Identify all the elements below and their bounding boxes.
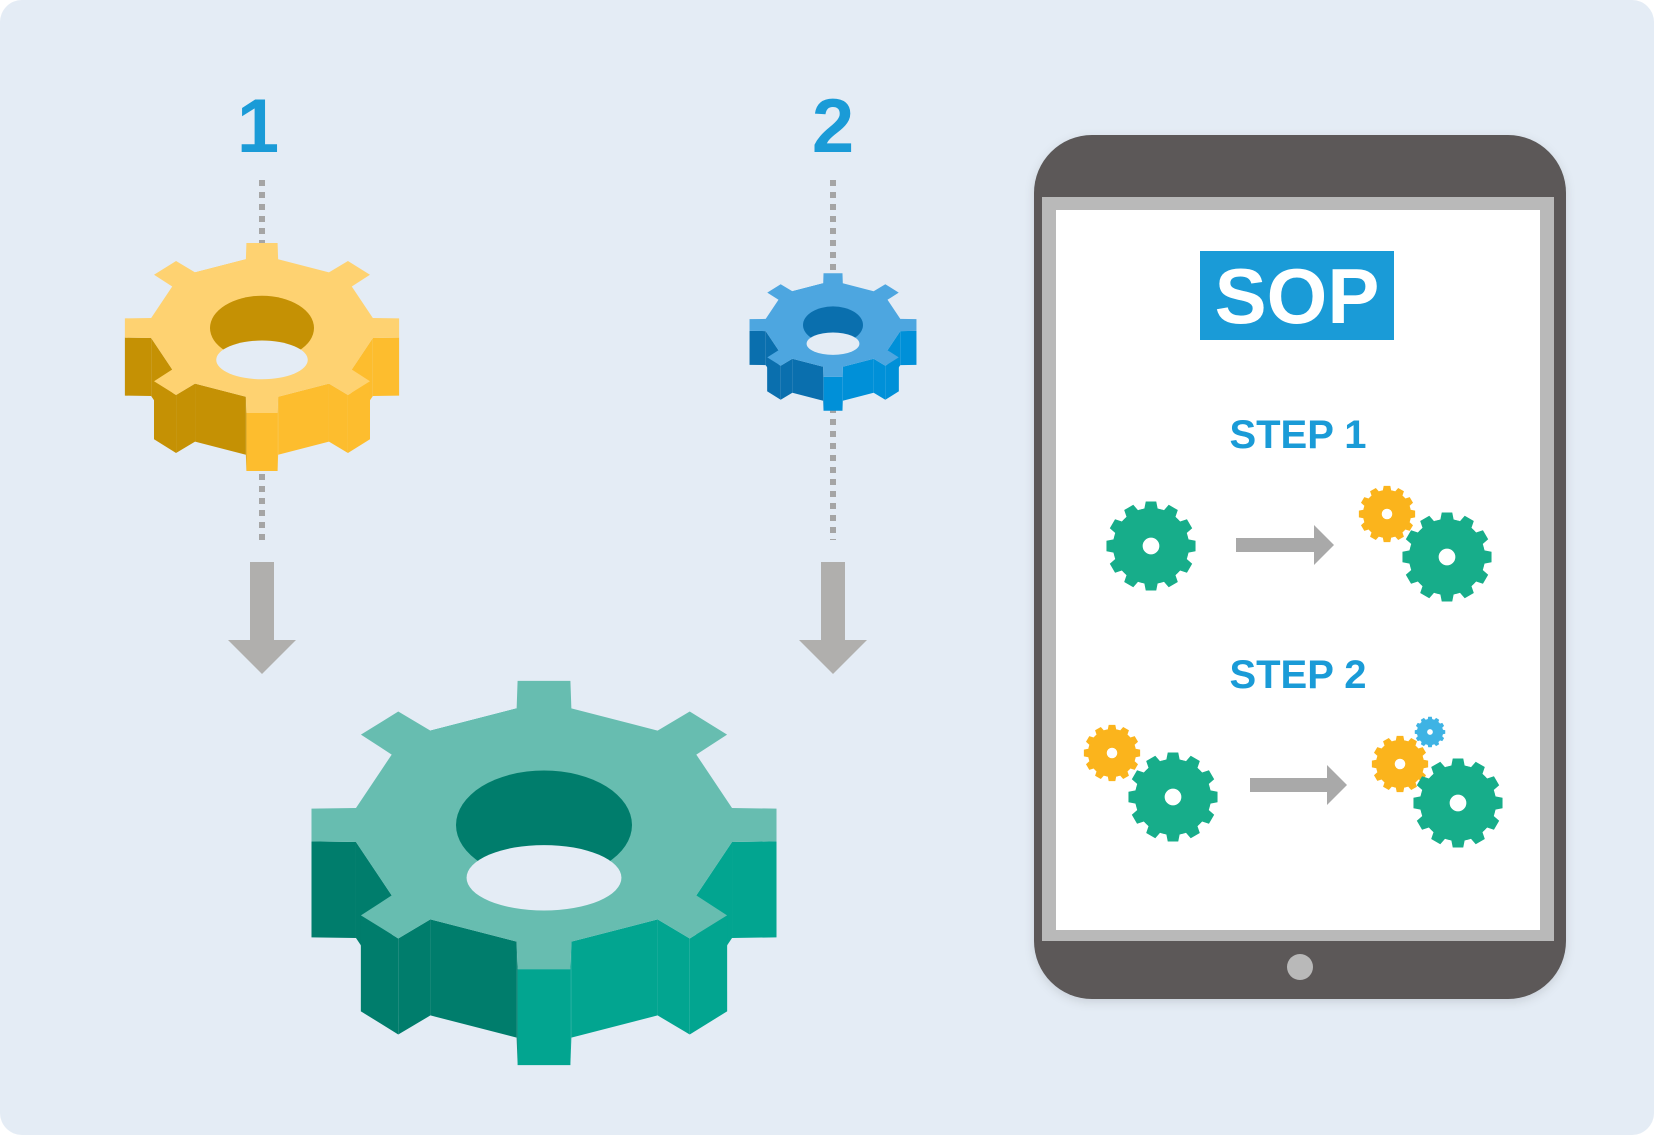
step-2-heading: STEP 2 bbox=[1229, 653, 1366, 697]
step-number-2: 2 bbox=[812, 84, 854, 169]
yellow-gear-icon bbox=[125, 243, 399, 471]
step-number-1: 1 bbox=[237, 84, 279, 169]
teal-gear-icon bbox=[311, 681, 776, 1065]
step-1-heading: STEP 1 bbox=[1229, 413, 1366, 457]
sop-badge-label: SOP bbox=[1215, 252, 1380, 340]
blue-gear-icon bbox=[750, 273, 917, 410]
tablet-home-button[interactable] bbox=[1287, 954, 1313, 980]
